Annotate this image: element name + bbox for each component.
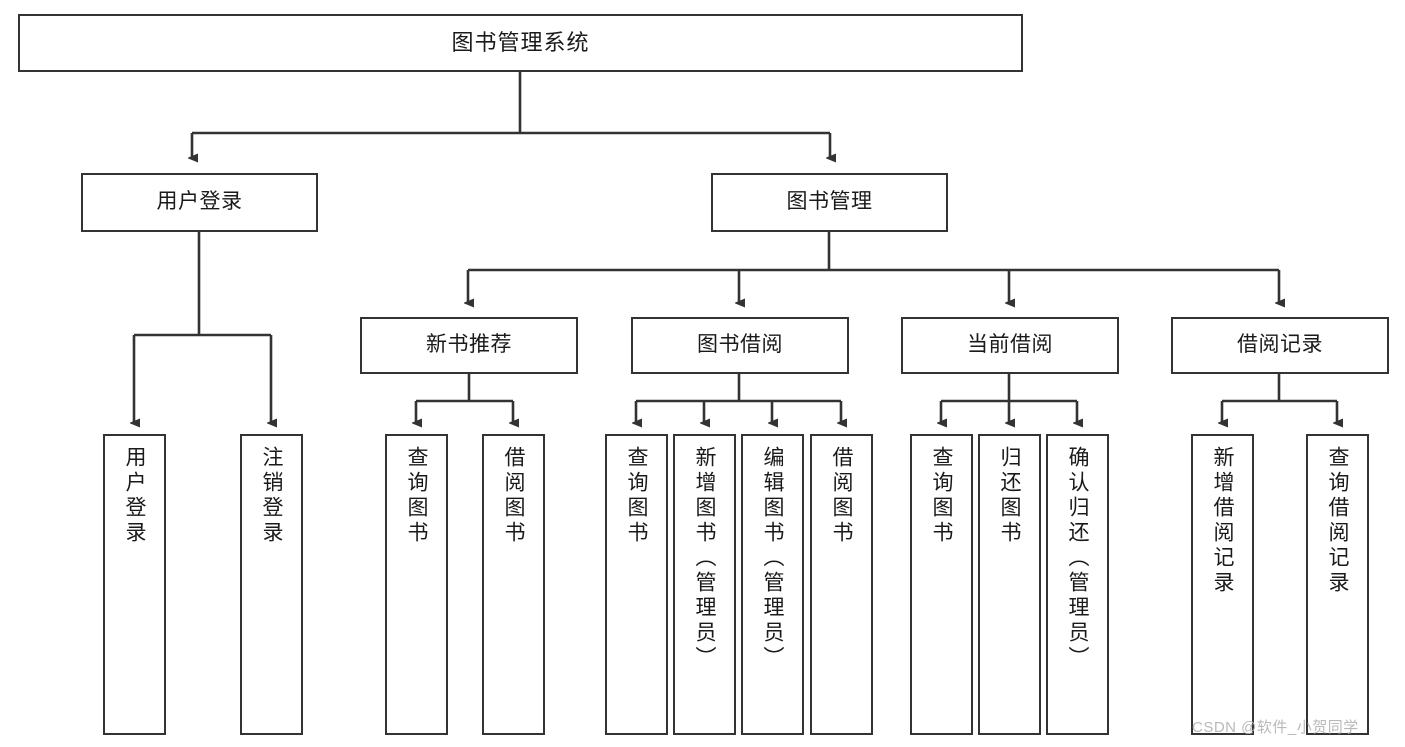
leaf-current-borrow-query-book[interactable]: 查询图书 [910, 434, 973, 735]
node-label: 确认归还（管理员） [1066, 446, 1089, 671]
node-borrow-record[interactable]: 借阅记录 [1171, 317, 1389, 374]
node-label: 编辑图书（管理员） [761, 446, 784, 671]
node-label: 新增借阅记录 [1211, 446, 1234, 596]
node-label: 借阅图书 [830, 446, 853, 546]
leaf-new-book-query-book[interactable]: 查询图书 [385, 434, 448, 735]
node-label: 新增图书（管理员） [693, 446, 716, 671]
node-label: 借阅图书 [502, 446, 525, 546]
node-user-login[interactable]: 用户登录 [81, 173, 318, 232]
node-label: 查询图书 [625, 446, 648, 546]
node-label: 图书管理系统 [451, 30, 590, 56]
node-root-book-management-system[interactable]: 图书管理系统 [18, 14, 1023, 72]
leaf-user-login-logout[interactable]: 注销登录 [240, 434, 303, 735]
node-label: 查询图书 [405, 446, 428, 546]
csdn-watermark: CSDN @软件_小贺同学 [1192, 719, 1359, 736]
leaf-current-borrow-confirm-return-admin[interactable]: 确认归还（管理员） [1046, 434, 1109, 735]
node-book-management[interactable]: 图书管理 [711, 173, 948, 232]
node-label: 借阅记录 [1237, 333, 1323, 357]
node-label: 用户登录 [156, 190, 243, 214]
node-label: 图书借阅 [697, 333, 783, 357]
node-label: 查询图书 [930, 446, 953, 546]
leaf-new-book-borrow-book[interactable]: 借阅图书 [482, 434, 545, 735]
leaf-book-borrow-edit-book-admin[interactable]: 编辑图书（管理员） [741, 434, 804, 735]
node-label: 归还图书 [998, 446, 1021, 546]
leaf-borrow-record-add-record[interactable]: 新增借阅记录 [1191, 434, 1254, 735]
node-label: 查询借阅记录 [1326, 446, 1349, 596]
node-book-borrow[interactable]: 图书借阅 [631, 317, 849, 374]
node-new-book-recommendation[interactable]: 新书推荐 [360, 317, 578, 374]
node-label: 注销登录 [260, 446, 283, 546]
node-label: 用户登录 [123, 446, 146, 546]
node-label: 当前借阅 [967, 333, 1053, 357]
leaf-book-borrow-add-book-admin[interactable]: 新增图书（管理员） [673, 434, 736, 735]
node-current-borrow[interactable]: 当前借阅 [901, 317, 1119, 374]
node-label: 图书管理 [786, 190, 873, 214]
leaf-book-borrow-borrow-book[interactable]: 借阅图书 [810, 434, 873, 735]
leaf-current-borrow-return-book[interactable]: 归还图书 [978, 434, 1041, 735]
leaf-user-login-login[interactable]: 用户登录 [103, 434, 166, 735]
leaf-borrow-record-query-record[interactable]: 查询借阅记录 [1306, 434, 1369, 735]
leaf-book-borrow-query-book[interactable]: 查询图书 [605, 434, 668, 735]
node-label: 新书推荐 [426, 333, 512, 357]
